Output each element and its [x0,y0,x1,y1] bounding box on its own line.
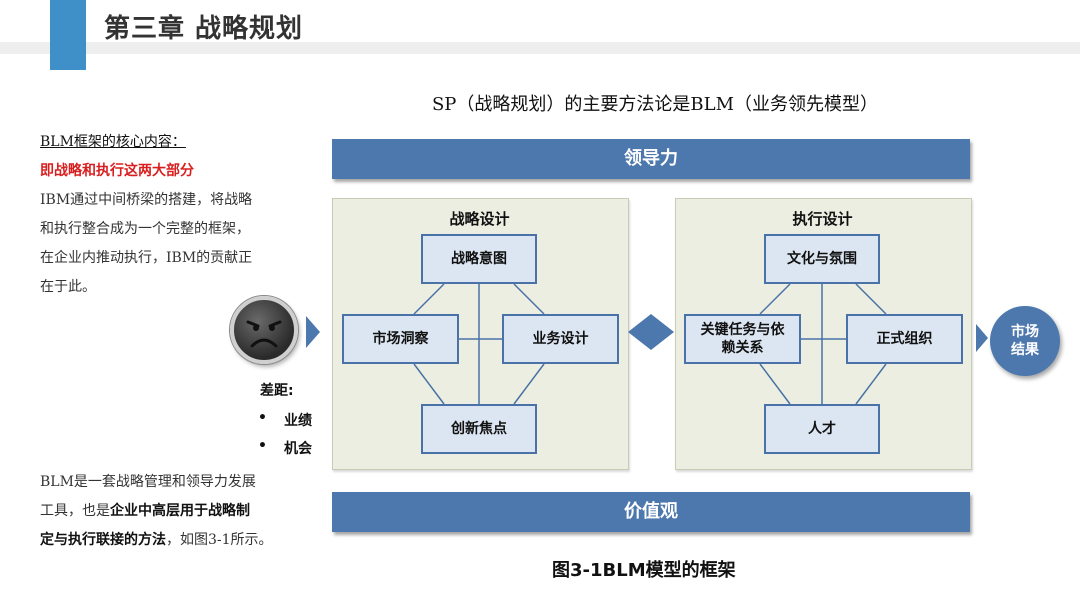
bridge-diamond-icon [628,314,674,350]
blm-line-2-bold: 企业中高层用于战略制 [110,503,250,519]
ibm-line-3: 在企业内推动执行，IBM的贡献正 [40,250,253,266]
blm-line-2-plain: 工具，也是 [40,503,110,519]
gap-item-opportunity: 机会 [284,441,312,457]
box-business-design: 业务设计 [502,314,619,364]
sad-face-icon [230,296,298,364]
chapter-title: 第三章 战略规划 [104,14,304,44]
blm-line-3-bold: 定与执行联接的方法 [40,532,166,548]
header-accent [50,0,86,70]
gap-bullet-1: • [258,410,267,426]
blm-line-3: 定与执行联接的方法，如图3-1所示。 [40,526,273,555]
blm-description: BLM是一套战略管理和领导力发展 工具，也是企业中高层用于战略制 定与执行联接的… [40,468,273,555]
blm-line-1: BLM是一套战略管理和领导力发展 [40,474,256,490]
strategy-panel-title: 战略设计 [449,210,510,228]
ibm-line-1: IBM通过中间桥梁的搭建，将战略 [40,192,253,208]
ibm-line-2: 和执行整合成为一个完整的框架， [40,221,250,237]
box-strategic-intent: 战略意图 [421,234,537,284]
core-highlight: 即战略和执行这两大部分 [40,163,194,179]
execution-panel-title: 执行设计 [792,210,853,228]
gap-bullet-2: • [258,438,267,454]
left-description: BLM框架的核心内容： 即战略和执行这两大部分 IBM通过中间桥梁的搭建，将战略… [40,128,252,302]
box-talent: 人才 [764,404,880,454]
figure-caption: 图3-1BLM模型的框架 [552,560,736,581]
core-title: BLM框架的核心内容： [40,134,186,150]
values-bar: 价值观 [332,492,970,532]
gap-label: 差距: [260,383,294,399]
output-arrow-icon [976,324,988,352]
input-arrow-icon [306,316,320,348]
box-formal-organization: 正式组织 [846,314,963,364]
box-culture-climate: 文化与氛围 [764,234,880,284]
box-market-insight: 市场洞察 [342,314,459,364]
leadership-bar: 领导力 [332,139,970,179]
box-innovation-focus: 创新焦点 [421,404,537,454]
gap-item-performance: 业绩 [284,413,312,429]
blm-line-2: 工具，也是企业中高层用于战略制 [40,497,273,526]
market-result-circle: 市场结果 [990,306,1060,376]
market-result-label: 市场结果 [1011,324,1039,358]
header-band [0,42,1080,54]
ibm-line-4: 在于此。 [40,279,96,295]
blm-line-3-plain: ，如图3-1所示。 [166,532,273,548]
box-critical-tasks: 关键任务与依赖关系 [684,314,801,364]
slide-subtitle: SP（战略规划）的主要方法论是BLM（业务领先模型） [431,94,879,115]
